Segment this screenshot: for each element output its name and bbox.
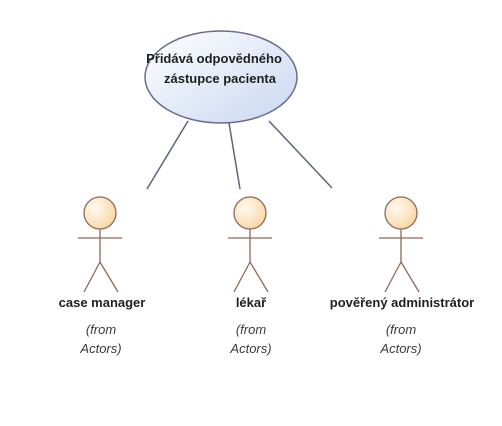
actor-head xyxy=(233,196,267,230)
actor-head xyxy=(384,196,418,230)
actor-origin-line-1: (from xyxy=(86,322,117,337)
use-case-name-line-1: Přidává odpovědného xyxy=(146,51,282,66)
actor-stick-figure-icon xyxy=(228,196,272,293)
actor-head xyxy=(83,196,117,230)
actor-origin-line-1: (from xyxy=(236,322,267,337)
actor-origin-line-2: Actors) xyxy=(379,341,421,356)
actor-origin-line-2: Actors) xyxy=(79,341,121,356)
actor-case-manager[interactable]: case manager (from Actors) xyxy=(59,196,146,356)
actor-origin-line-1: (from xyxy=(386,322,417,337)
actor-name: case manager xyxy=(59,295,146,310)
association-line-administrator[interactable] xyxy=(268,120,333,189)
actor-lekar[interactable]: lékař (from Actors) xyxy=(228,196,272,356)
actor-stick-figure-icon xyxy=(379,196,423,293)
actor-stick-figure-icon xyxy=(78,196,122,293)
use-case-node[interactable]: Přidává odpovědného zástupce pacienta xyxy=(144,30,298,124)
actor-name: lékař xyxy=(236,295,267,310)
actor-origin-line-2: Actors) xyxy=(229,341,271,356)
association-line-case-manager[interactable] xyxy=(146,120,189,190)
use-case-name-line-2: zástupce pacienta xyxy=(164,71,277,86)
use-case-ellipse[interactable] xyxy=(144,30,298,124)
association-line-lekar[interactable] xyxy=(228,122,241,190)
actor-povereny-administrator[interactable]: pověřený administrátor (from Actors) xyxy=(330,196,475,356)
actor-name: pověřený administrátor xyxy=(330,295,475,310)
